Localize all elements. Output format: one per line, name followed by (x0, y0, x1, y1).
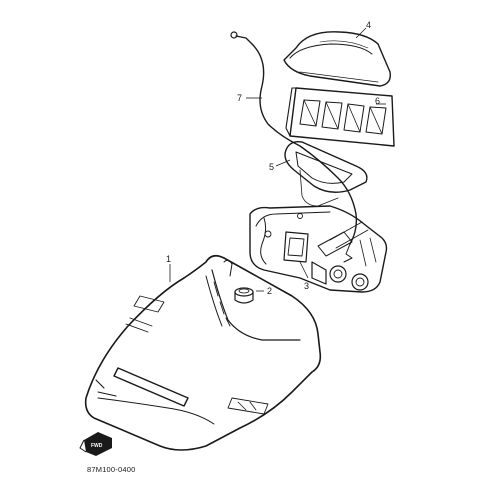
part-1-hood[interactable] (84, 254, 322, 451)
part-3-tank-assembly[interactable] (249, 205, 388, 293)
callout-6: 6 (375, 96, 380, 106)
fwd-label: FWD (91, 443, 103, 449)
figure-code: 87M100-0400 (87, 465, 136, 474)
callout-4: 4 (366, 20, 371, 30)
leader-lines (169, 27, 386, 292)
callout-3: 3 (304, 281, 309, 291)
part-4-cover-pad[interactable] (283, 31, 391, 87)
callout-5: 5 (269, 162, 274, 172)
part-7-cable[interactable] (230, 31, 358, 263)
part-5-gasket[interactable] (284, 140, 368, 207)
callout-2: 2 (267, 286, 272, 296)
callout-1: 1 (166, 254, 171, 264)
fwd-arrow-icon: FWD (79, 432, 112, 456)
part-2-cap[interactable] (234, 287, 254, 304)
part-6-filter-element[interactable] (285, 87, 395, 147)
callout-7: 7 (237, 93, 242, 103)
